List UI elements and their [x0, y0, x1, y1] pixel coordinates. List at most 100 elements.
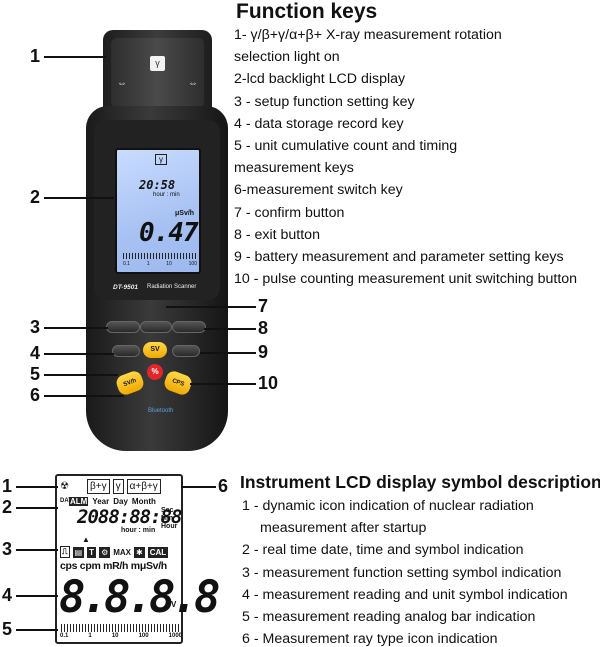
function-key-item: 10 - pulse counting measurement unit swi…: [234, 271, 578, 288]
data-storage-key[interactable]: [112, 345, 140, 357]
callout-10: 10: [258, 373, 279, 393]
callout-1: 1: [30, 46, 41, 66]
lcd-scale-tick: 0.1: [123, 261, 130, 267]
function-key-item: selection light on: [234, 49, 340, 66]
callout-4: 4: [30, 343, 41, 363]
lcd-callout-2: 2: [2, 497, 13, 517]
function-key-item: 7 - confirm button: [234, 204, 345, 221]
scale-tick: 10: [111, 633, 119, 639]
scale-tick: 0.1: [60, 633, 69, 639]
date-header-row: ALM Year Day Month: [69, 497, 156, 506]
function-key-item: 2-lcd backlight LCD display: [234, 71, 406, 88]
lcd-callout-4: 4: [2, 585, 13, 605]
lcd-symbol-panel: ☢ β+γ γ α+β+γ DATE ALM Year Day Month 20…: [55, 474, 220, 644]
ray-type-gamma: γ: [112, 479, 124, 494]
date-digits: 2088:88:88: [77, 506, 182, 528]
callout-line: [190, 383, 256, 385]
function-key-item: 5 - unit cumulative count and timing: [234, 138, 458, 155]
pulse-icon: ⎍: [60, 546, 70, 558]
callout-6: 6: [30, 385, 41, 405]
confirm-key[interactable]: [140, 321, 172, 333]
callout-line: [44, 197, 114, 199]
setup-key[interactable]: [106, 321, 140, 333]
ray-type-alpha-beta-gamma: α+β+γ: [126, 479, 161, 494]
function-keys-list: 1- γ/β+γ/α+β+ X-ray measurement rotation…: [234, 24, 600, 290]
lcd-reading: 0.47: [139, 218, 199, 248]
lcd-symbols-list: 1 - dynamic icon indication of nuclear r…: [242, 495, 600, 647]
lcd-symbol-item: 3 - measurement function setting symbol …: [242, 564, 562, 581]
function-key-item: 6-measurement switch key: [234, 182, 403, 199]
lcd-callout-3: 3: [2, 539, 13, 559]
double-arrow-icon: ⇔: [188, 78, 198, 89]
function-key-item: 3 - setup function setting key: [234, 93, 415, 110]
measurement-switch-key[interactable]: SV: [143, 342, 167, 358]
callout-line: [200, 352, 256, 354]
callout-line: [16, 507, 58, 509]
callout-2: 2: [30, 187, 41, 207]
month-label: Month: [131, 497, 156, 506]
double-arrow-icon: ⇔: [117, 78, 127, 89]
callout-line: [44, 374, 118, 376]
alarm-label: ALM: [69, 497, 89, 506]
callout-7: 7: [258, 296, 269, 316]
sound-icon: ▤: [72, 546, 85, 558]
ray-type-icons: β+γ γ α+β+γ: [87, 479, 161, 494]
callout-line: [44, 327, 108, 329]
function-key-item: 9 - battery measurement and parameter se…: [234, 249, 564, 266]
max-label: MAX: [113, 547, 132, 557]
callout-line: [16, 549, 58, 551]
unit-symbols: cps cpm mR/h mμSv/h: [60, 560, 167, 572]
model-name: Radiation Scanner: [147, 284, 197, 290]
reading-digits: 8.8.8.8: [59, 572, 220, 623]
callout-5: 5: [30, 364, 41, 384]
day-label: Day: [113, 497, 128, 506]
lcd-symbol-item: 5 - measurement reading analog bar indic…: [242, 609, 536, 626]
device-detector-head: γ ⇔ ⇔: [103, 30, 212, 116]
scale-tick: 1000: [168, 633, 182, 639]
function-key-item: 1- γ/β+γ/α+β+ X-ray measurement rotation: [234, 27, 502, 43]
min-label: Min: [161, 515, 174, 522]
function-keys-title: Function keys: [236, 0, 378, 23]
callout-line: [16, 486, 58, 488]
function-key-item: 8 - exit button: [234, 226, 320, 243]
lcd-symbol-item: 4 - measurement reading and unit symbol …: [242, 586, 568, 603]
bluetooth-icon: ✱: [134, 546, 145, 558]
lcd-symbols-title: Instrument LCD display symbol descriptio…: [240, 472, 600, 492]
lcd-analog-bar: [123, 253, 197, 259]
exit-key[interactable]: [172, 321, 206, 333]
lcd-symbol-item: measurement after startup: [260, 520, 427, 537]
callout-line: [16, 629, 58, 631]
function-symbol-row: ⎍ ▤ T ⚙ MAX ✱ CAL: [60, 546, 169, 558]
cal-label: CAL: [147, 546, 169, 558]
date-label: DATE: [60, 498, 76, 504]
radiation-wave-icon: ☢: [60, 481, 69, 492]
battery-parameter-key[interactable]: [172, 345, 200, 357]
callout-8: 8: [258, 318, 269, 338]
device-lcd-screen: γ 20:58 hour : min μSv/h 0.47 0.1 1 10 1…: [115, 148, 201, 274]
analog-bar-scale: 0.1 1 10 100 1000: [60, 633, 182, 639]
lcd-callout-5: 5: [2, 619, 13, 639]
callout-3: 3: [30, 317, 41, 337]
t-icon: T: [87, 546, 97, 558]
v-label: V: [171, 600, 177, 609]
year-label: Year: [92, 497, 110, 506]
lcd-scale-tick: 1: [146, 261, 150, 267]
callout-line: [44, 56, 106, 58]
callout-9: 9: [258, 342, 269, 362]
lcd-callout-1: 1: [2, 476, 13, 496]
lcd-scale-tick: 10: [166, 261, 172, 267]
power-key[interactable]: %: [147, 364, 163, 380]
function-key-item: 4 - data storage record key: [234, 115, 404, 132]
function-key-item: measurement keys: [234, 160, 354, 177]
lcd-time-unit: hour : min: [153, 192, 180, 198]
lcd-time: 20:58: [139, 178, 176, 192]
detector-window-housing: γ ⇔ ⇔: [111, 38, 204, 108]
gear-icon: ⚙: [99, 546, 111, 558]
callout-line: [44, 395, 124, 397]
callout-line: [181, 486, 216, 488]
hour-label: Hour: [161, 523, 178, 530]
scale-tick: 1: [88, 633, 92, 639]
scale-tick: 100: [138, 633, 149, 639]
lcd-symbol-item: 1 - dynamic icon indication of nuclear r…: [242, 498, 534, 514]
analog-bar: [61, 624, 179, 632]
